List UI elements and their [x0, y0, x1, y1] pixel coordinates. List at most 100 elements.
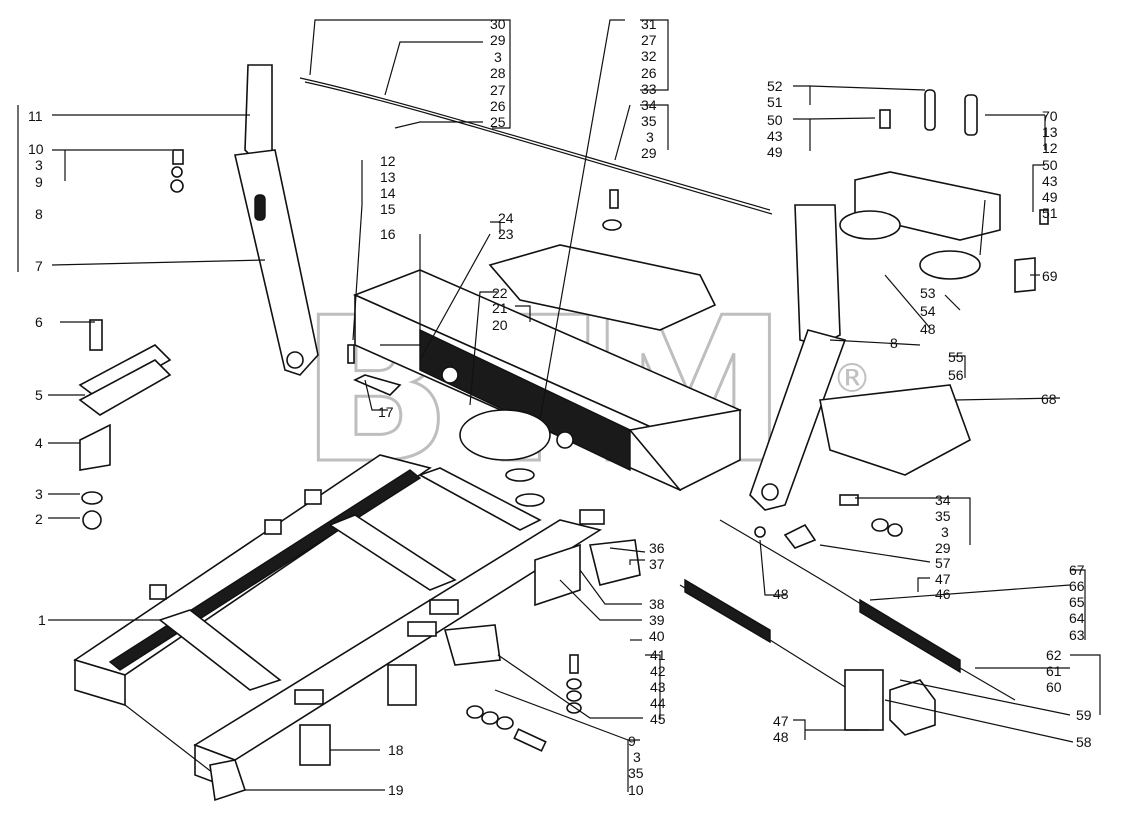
callout-label: 37: [649, 556, 665, 572]
spring-assembly: [679, 519, 1016, 736]
callout-label: 50: [767, 112, 783, 128]
callout-label: 3: [941, 524, 949, 540]
top-cable: [299, 77, 771, 211]
callout-label: 23: [498, 226, 514, 242]
callout-label: 29: [641, 145, 657, 161]
callout-label: 65: [1069, 594, 1085, 610]
callout-label: 9: [35, 174, 43, 190]
callout-label: 9: [628, 733, 636, 749]
callout-label: 67: [1069, 562, 1085, 578]
callout-label: 60: [1046, 679, 1062, 695]
callout-label: 39: [649, 612, 665, 628]
callout-label: 6: [35, 314, 43, 330]
callout-label: 10: [628, 782, 644, 798]
callout-label: 35: [935, 508, 951, 524]
callout-label: 14: [380, 185, 396, 201]
callout-label: 3: [494, 49, 502, 65]
callout-label: 20: [492, 317, 508, 333]
callout-label: 2: [35, 511, 43, 527]
callout-label: 41: [650, 647, 666, 663]
left-hitch-arm: [234, 64, 319, 376]
callout-label: 59: [1076, 707, 1092, 723]
callout-label: 53: [920, 285, 936, 301]
callout-label: 43: [1042, 173, 1058, 189]
callout-label: 3: [633, 749, 641, 765]
callout-label: 15: [380, 201, 396, 217]
callout-label: 10: [28, 141, 44, 157]
callout-label: 5: [35, 387, 43, 403]
callout-label: 42: [650, 663, 666, 679]
callout-label: 36: [649, 540, 665, 556]
callout-label: 45: [650, 711, 666, 727]
callout-label: 48: [773, 729, 789, 745]
callout-label: 49: [1042, 189, 1058, 205]
callout-label: 32: [641, 48, 657, 64]
callout-label: 56: [948, 367, 964, 383]
callout-label: 49: [767, 144, 783, 160]
callout-label: 70: [1042, 108, 1058, 124]
callout-label: 24: [498, 210, 514, 226]
loose-parts: [78, 109, 1049, 802]
callout-label: 48: [773, 586, 789, 602]
callout-label: 69: [1042, 268, 1058, 284]
callout-label: 64: [1069, 610, 1085, 626]
leader-lines: [17, 19, 1101, 792]
callout-labels: 3029328272625312732263334353295251504349…: [28, 16, 1092, 798]
box-beam: [819, 384, 971, 476]
callout-label: 54: [920, 303, 936, 319]
callout-label: 11: [28, 108, 43, 124]
callout-label: 55: [948, 349, 964, 365]
bracket-plate: [299, 724, 331, 766]
callout-label: 58: [1076, 734, 1092, 750]
callout-label: 47: [773, 713, 789, 729]
callout-label: 68: [1041, 391, 1057, 407]
callout-label: 29: [935, 540, 951, 556]
callout-label: 34: [641, 97, 657, 113]
callout-label: 19: [388, 782, 404, 798]
callout-label: 8: [35, 206, 43, 222]
callout-label: 48: [920, 321, 936, 337]
callout-label: 57: [935, 555, 951, 571]
callout-label: 12: [380, 153, 396, 169]
callout-label: 12: [1042, 140, 1058, 156]
callout-label: 18: [388, 742, 404, 758]
callout-label: 13: [380, 169, 396, 185]
callout-label: 1: [38, 612, 46, 628]
callout-label: 8: [890, 335, 898, 351]
callout-label: 25: [490, 114, 506, 130]
callout-label: 29: [490, 32, 506, 48]
callout-label: 61: [1046, 663, 1062, 679]
upper-right-bracket: [839, 89, 1036, 293]
callout-label: 46: [935, 586, 951, 602]
callout-label: 26: [490, 98, 506, 114]
spring-plate: [844, 669, 884, 731]
callout-label: 28: [490, 65, 506, 81]
callout-label: 66: [1069, 578, 1085, 594]
callout-label: 63: [1069, 627, 1085, 643]
callout-label: 43: [650, 679, 666, 695]
callout-label: 22: [492, 285, 508, 301]
callout-label: 17: [378, 404, 394, 420]
right-hitch-arm: [749, 204, 847, 511]
bushing: [505, 468, 535, 482]
callout-label: 3: [646, 129, 654, 145]
callout-label: 13: [1042, 124, 1058, 140]
callout-label: 7: [35, 258, 43, 274]
callout-label: 27: [490, 82, 506, 98]
callout-label: 47: [935, 571, 951, 587]
callout-label: 51: [1042, 205, 1058, 221]
callout-label: 40: [649, 628, 665, 644]
callout-label: 51: [767, 94, 783, 110]
callout-label: 50: [1042, 157, 1058, 173]
callout-label: 38: [649, 596, 665, 612]
callout-label: 44: [650, 695, 666, 711]
callout-label: 27: [641, 32, 657, 48]
callout-label: 33: [641, 81, 657, 97]
callout-label: 21: [492, 300, 508, 316]
callout-label: 4: [35, 435, 43, 451]
callout-label: 34: [935, 492, 951, 508]
callout-label: 35: [641, 113, 657, 129]
callout-label: 3: [35, 486, 43, 502]
